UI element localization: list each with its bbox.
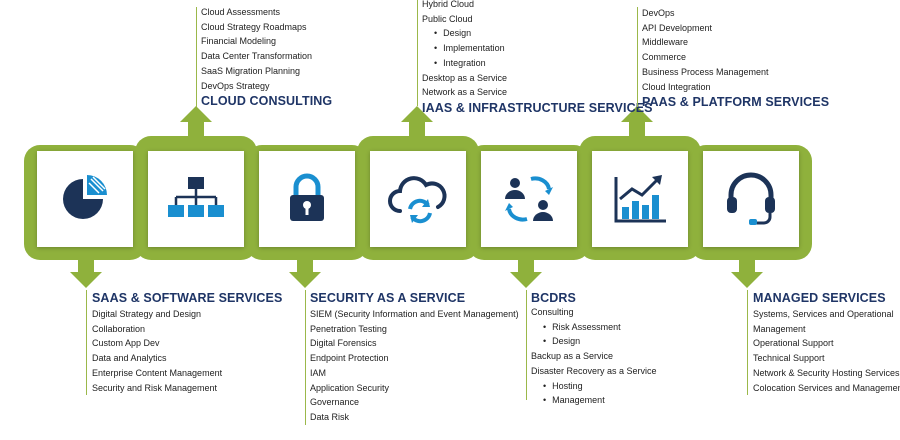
- list-item: Design: [531, 334, 657, 349]
- list-item: Implementation: [422, 41, 653, 56]
- list-item: Cloud Strategy Roadmaps: [201, 21, 307, 32]
- list-item: IAM: [310, 367, 327, 378]
- list-item: DevOps: [642, 8, 675, 18]
- list-item: Cloud Assessments: [201, 7, 281, 17]
- arrow-up-icon: [401, 106, 433, 136]
- users-exchange-icon: [505, 176, 553, 222]
- list-item: Application Security: [310, 382, 390, 393]
- group-security: SECURITY AS A SERVICE SIEM (Security Inf…: [310, 291, 519, 425]
- org-chart-icon: [168, 177, 224, 217]
- list-item: Management: [531, 393, 657, 408]
- list-item: Business Process Management: [642, 66, 769, 77]
- card-cloud-consulting: [148, 151, 244, 247]
- list-item: Penetration Testing: [310, 323, 387, 334]
- group-title: BCDRS: [531, 291, 576, 305]
- card-paas: [592, 151, 688, 247]
- list-item: Network as a Service: [422, 87, 508, 98]
- connector-line: [196, 7, 197, 107]
- group-title: SECURITY AS A SERVICE: [310, 291, 466, 305]
- group-title: CLOUD CONSULTING: [201, 94, 333, 109]
- arrow-down-icon: [731, 258, 763, 288]
- connector-line: [305, 290, 306, 425]
- group-title: SAAS & SOFTWARE SERVICES: [92, 291, 283, 305]
- list-item: Data Center Transformation: [201, 51, 313, 62]
- security-list: SIEM (Security Information and Event Man…: [310, 307, 519, 425]
- list-item: SIEM (Security Information and Event Man…: [310, 309, 519, 319]
- list-item: Hybrid Cloud: [422, 0, 475, 9]
- list-item: Design: [422, 26, 653, 41]
- card-managed: [703, 151, 799, 247]
- card-iaas: [370, 151, 466, 247]
- arrow-up-icon: [621, 106, 653, 136]
- card-bcdrs: [481, 151, 577, 247]
- group-title: MANAGED SERVICES: [753, 291, 886, 305]
- list-item: Technical Support: [753, 353, 825, 364]
- group-saas: SAAS & SOFTWARE SERVICES Digital Strateg…: [92, 291, 282, 395]
- list-item: Endpoint Protection: [310, 353, 389, 364]
- list-item: Public Cloud: [422, 13, 473, 24]
- list-item: Custom App Dev: [92, 338, 160, 349]
- arrow-down-icon: [70, 258, 102, 288]
- list-item: Desktop as a Service: [422, 72, 508, 83]
- list-item: Commerce: [642, 52, 687, 63]
- list-item: Management: [753, 323, 806, 334]
- list-item: Financial Modeling: [201, 36, 277, 47]
- list-item: Network & Security Hosting Services: [753, 367, 900, 378]
- group-managed: MANAGED SERVICES Systems, Services and O…: [753, 291, 900, 395]
- growth-chart-icon: [614, 175, 666, 223]
- headset-icon: [727, 172, 775, 225]
- connector-line: [526, 290, 527, 400]
- list-item: SaaS Migration Planning: [201, 65, 301, 76]
- list-item: Consulting: [531, 307, 574, 317]
- cloud-sync-icon: [388, 176, 447, 224]
- bcdrs-list: ConsultingRisk AssessmentDesignBackup as…: [531, 305, 657, 408]
- connector-line: [747, 290, 748, 395]
- list-item: Data and Analytics: [92, 353, 167, 364]
- group-title: PAAS & PLATFORM SERVICES: [642, 95, 830, 110]
- arrow-down-icon: [289, 258, 321, 288]
- list-item: Digital Strategy and Design: [92, 309, 202, 319]
- list-item: Hosting: [531, 379, 657, 394]
- list-item: Middleware: [642, 37, 689, 48]
- list-item: API Development: [642, 22, 713, 33]
- arrow-down-icon: [510, 258, 542, 288]
- pie-chart-icon: [63, 175, 107, 219]
- list-item: Colocation Services and Management: [753, 382, 900, 393]
- list-item: Cloud Integration: [642, 81, 711, 92]
- group-title: IAAS & INFRASTRUCTURE SERVICES: [422, 100, 653, 115]
- list-item: Operational Support: [753, 338, 834, 349]
- arrow-up-icon: [180, 106, 212, 136]
- list-item: Systems, Services and Operational: [753, 309, 894, 319]
- connector-line: [637, 7, 638, 107]
- list-item: Backup as a Service: [531, 351, 614, 362]
- card-saas: [37, 151, 133, 247]
- lock-icon: [290, 173, 324, 221]
- list-item: DevOps Strategy: [201, 80, 270, 91]
- list-item: Disaster Recovery as a Service: [531, 365, 657, 376]
- list-item: Data Risk: [310, 411, 350, 422]
- list-item: Security and Risk Management: [92, 382, 218, 393]
- connector-line: [417, 0, 418, 106]
- connector-line: [86, 290, 87, 395]
- list-item: Enterprise Content Management: [92, 367, 223, 378]
- list-item: Integration: [422, 56, 653, 71]
- list-item: Risk Assessment: [531, 320, 657, 335]
- list-item: Governance: [310, 397, 360, 408]
- group-bcdrs: BCDRS ConsultingRisk AssessmentDesignBac…: [531, 291, 657, 408]
- list-item: Digital Forensics: [310, 338, 377, 349]
- list-item: Collaboration: [92, 323, 146, 334]
- card-security: [259, 151, 355, 247]
